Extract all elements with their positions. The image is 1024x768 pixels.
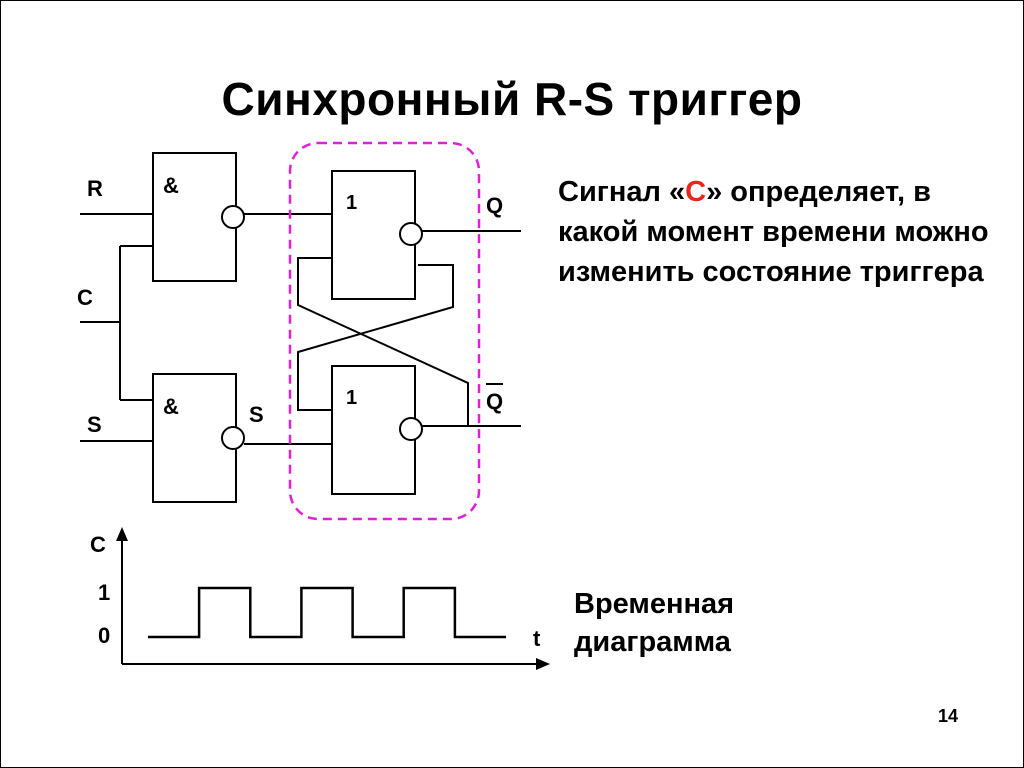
timing-x-arrow (536, 658, 550, 670)
timing-diagram: C 1 0 t (90, 527, 550, 670)
or-top-symbol: 1 (346, 192, 357, 214)
timing-level-low: 0 (98, 623, 110, 648)
explanation-part1: Сигнал « (558, 176, 686, 208)
clock-waveform (148, 586, 506, 639)
or-gate-bottom-inverter (399, 417, 423, 441)
or-gate-top-inverter (399, 222, 423, 246)
label-q-bar: Q (486, 389, 503, 414)
and-bottom-symbol: & (163, 394, 179, 419)
explanation-part2: » определяет, в какой момент времени мож… (558, 176, 989, 288)
label-r: R (87, 176, 103, 201)
slide-title: Синхронный R-S триггер (221, 73, 803, 125)
or-bottom-symbol: 1 (346, 387, 357, 409)
wire-feedback-top-out (297, 264, 454, 411)
and-gate-top-inverter (221, 205, 245, 229)
timing-caption: Временная диаграмма (574, 588, 735, 658)
and-top-symbol: & (163, 173, 179, 198)
timing-level-high: 1 (98, 580, 110, 605)
wire-feedback-top-in (297, 257, 469, 426)
label-c: C (77, 285, 93, 310)
memory-core-highlight (288, 141, 481, 521)
label-s-intermediate: S (249, 402, 264, 427)
timing-y-arrow (116, 527, 128, 541)
label-s: S (87, 412, 102, 437)
page-number: 14 (938, 706, 959, 726)
timing-signal-label: C (90, 532, 106, 557)
timing-time-label: t (533, 626, 541, 651)
explanation-accent-c: C (685, 176, 707, 208)
explanation-text: Сигнал «C» определяет, в какой момент вр… (558, 172, 998, 292)
label-q: Q (486, 193, 503, 218)
and-gate-bottom-inverter (221, 426, 245, 450)
